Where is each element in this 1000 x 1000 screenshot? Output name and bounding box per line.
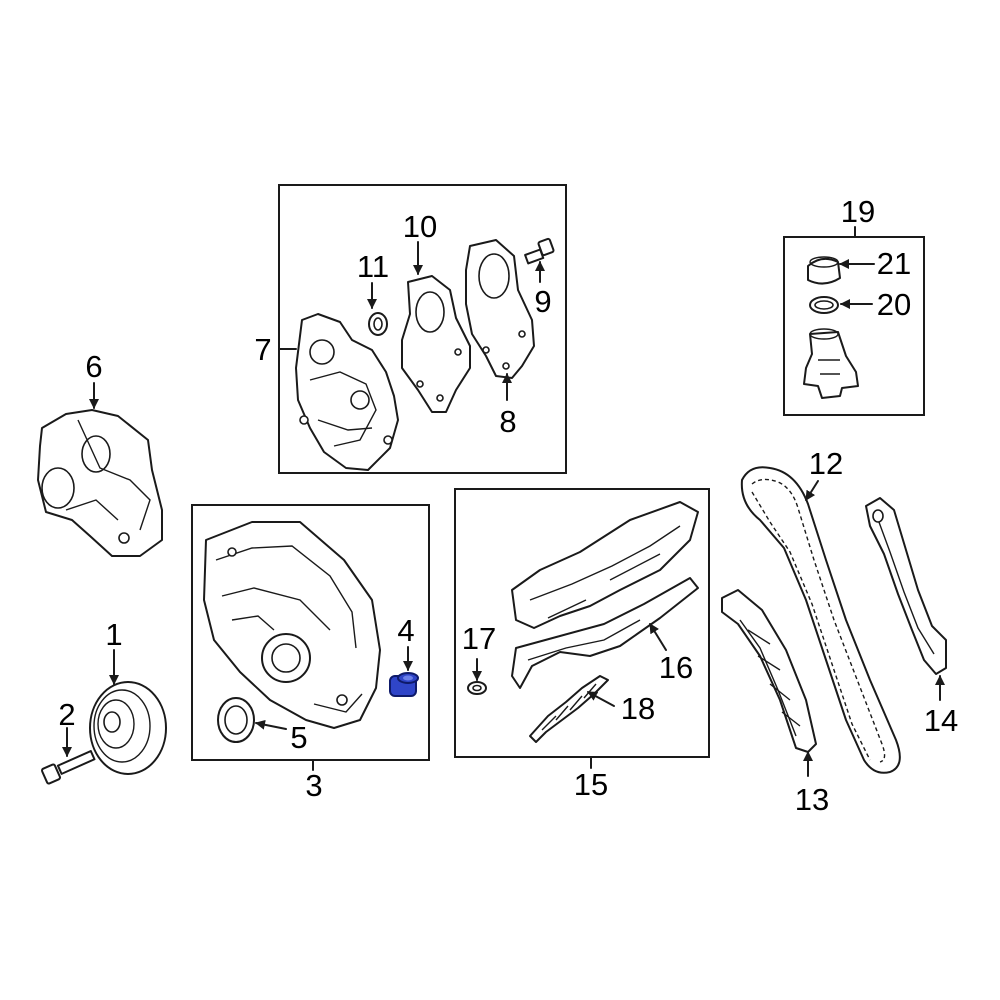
callout-21: 21 [877,246,911,281]
callout-15: 15 [574,767,608,802]
callout-5: 5 [290,720,307,755]
callout-20: 20 [877,287,911,322]
callout-16: 16 [659,650,693,685]
leader-5 [255,719,287,730]
leader-16 [649,623,667,651]
bolt-part-9[interactable] [524,237,555,265]
plug-part-4[interactable] [389,672,419,697]
callout-18: 18 [621,691,655,726]
callout-12: 12 [809,446,843,481]
chain-rail-part-13[interactable] [721,589,817,753]
callout-17: 17 [462,621,496,656]
guide-part-18[interactable] [529,675,609,743]
callout-1: 1 [105,617,122,652]
timing-cover-part[interactable] [295,313,399,471]
callout-14: 14 [924,703,958,738]
group-box-3 [191,504,430,761]
group-box-15 [454,488,710,758]
leader-18 [587,691,615,707]
bolt-part-2[interactable] [40,750,96,785]
seal-part-11[interactable] [368,312,388,336]
callout-9: 9 [534,284,551,319]
callout-7: 7 [254,332,271,367]
cap-part-21[interactable] [807,256,841,285]
callout-3: 3 [305,768,322,803]
gasket-part-16[interactable] [511,577,699,689]
callout-2: 2 [58,697,75,732]
seal-part-5[interactable] [217,697,255,743]
callout-19: 19 [841,194,875,229]
callout-11: 11 [357,249,389,284]
engine-block-part-6[interactable] [37,409,163,557]
callout-8: 8 [499,404,516,439]
callout-13: 13 [795,782,829,817]
callout-4: 4 [397,613,414,648]
chain-guide-part-14[interactable] [865,497,947,675]
filler-neck-part[interactable] [803,328,859,399]
leader-12 [805,480,819,501]
pulley-part-1[interactable] [89,681,167,775]
o-ring-part-20[interactable] [809,296,839,314]
callout-6: 6 [85,349,102,384]
callout-10: 10 [403,209,437,244]
group-box-7 [278,184,567,474]
gasket-part-10[interactable] [401,275,471,413]
timing-chain-part-12[interactable] [740,466,901,774]
front-cover-part-3[interactable] [203,521,381,729]
washer-part-17[interactable] [467,681,487,695]
cover-part-15-upper[interactable] [511,501,699,629]
gasket-part-8[interactable] [465,239,535,379]
